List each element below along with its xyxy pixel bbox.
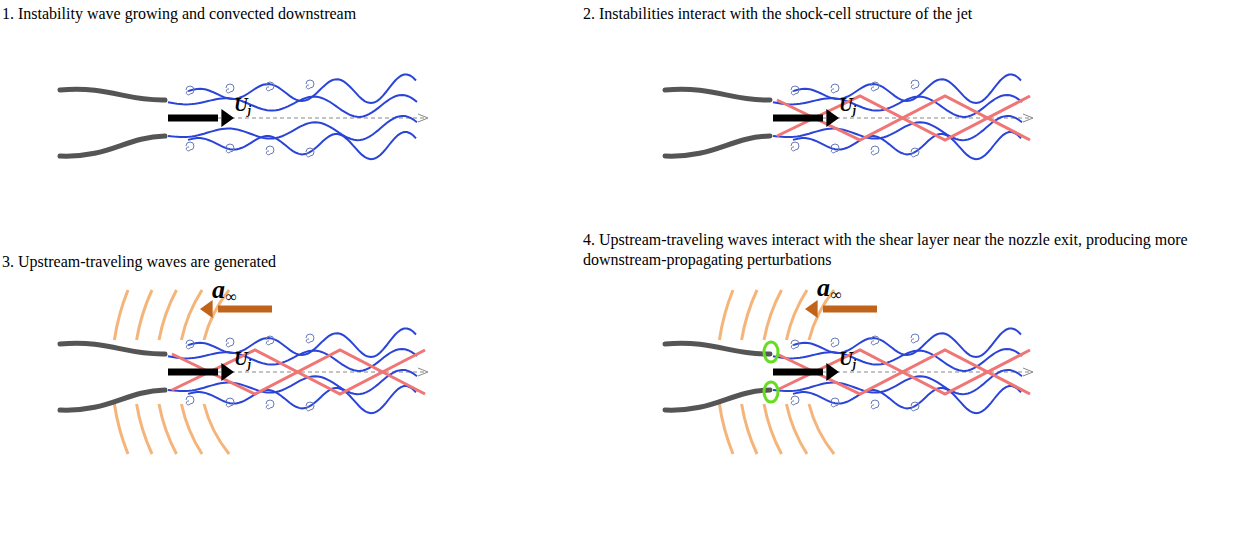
velocity-symbol: Uj	[234, 94, 251, 122]
vortex	[871, 400, 879, 409]
vortex	[226, 398, 234, 407]
vortex	[911, 402, 919, 411]
vortex	[266, 146, 274, 155]
acoustic-wave	[204, 404, 229, 454]
jet-velocity-arrow	[168, 115, 218, 122]
acoustic-wave	[137, 404, 152, 454]
vortex	[791, 396, 799, 405]
vortex	[871, 336, 879, 345]
acoustic-wave	[181, 404, 202, 454]
shear-layer	[793, 329, 1021, 358]
sound-speed-arrowhead	[805, 300, 818, 318]
jet-axis-head	[418, 368, 428, 376]
jet-velocity-arrow	[168, 369, 218, 376]
vortex	[186, 86, 194, 95]
vortex	[226, 338, 234, 347]
vortex	[791, 340, 799, 349]
jet-axis	[168, 118, 425, 119]
acoustic-wave	[764, 404, 782, 454]
acoustic-wave	[786, 404, 807, 454]
sound-speed-symbol: a∞	[817, 274, 841, 309]
shear-layer	[188, 386, 416, 413]
vortex	[831, 144, 839, 153]
panel-caption: 2. Instabilities interact with the shock…	[583, 4, 972, 24]
acoustic-wave	[809, 404, 834, 454]
sound-speed-arrow	[218, 306, 272, 313]
vortex	[831, 84, 839, 93]
jet-axis-head	[1023, 368, 1033, 376]
nozzle-wall	[60, 343, 165, 354]
shear-layer	[793, 75, 1021, 104]
shear-layer	[188, 132, 416, 159]
vortex	[226, 144, 234, 153]
velocity-symbol: Uj	[234, 348, 251, 376]
receptivity-region	[764, 342, 778, 362]
nozzle-wall	[665, 136, 770, 156]
nozzle-wall	[665, 390, 770, 410]
panel-caption: 4. Upstream-traveling waves interact wit…	[583, 230, 1243, 270]
jet-velocity-arrowhead	[826, 109, 839, 127]
acoustic-wave	[181, 290, 202, 340]
vortex	[266, 336, 274, 345]
acoustic-wave	[137, 290, 152, 340]
vortex	[791, 142, 799, 151]
jet-velocity-arrowhead	[221, 363, 234, 381]
receptivity-region	[764, 382, 778, 402]
vortex	[911, 80, 919, 89]
jet-velocity-arrowhead	[221, 109, 234, 127]
nozzle-wall	[60, 390, 165, 410]
velocity-symbol: Uj	[839, 348, 856, 376]
vortex	[266, 400, 274, 409]
vortex	[831, 398, 839, 407]
vortex	[266, 82, 274, 91]
shear-layer	[793, 132, 1021, 159]
jet-velocity-arrow	[773, 115, 823, 122]
vortex	[791, 86, 799, 95]
shear-layer	[188, 329, 416, 358]
vortex	[226, 84, 234, 93]
vortex	[306, 334, 314, 343]
shear-layer	[793, 386, 1021, 413]
jet-axis-head	[418, 114, 428, 122]
vortex	[186, 340, 194, 349]
nozzle-wall	[60, 89, 165, 100]
velocity-symbol: Uj	[839, 94, 856, 122]
vortex	[306, 148, 314, 157]
panel-caption: 1. Instability wave growing and convecte…	[2, 4, 356, 24]
acoustic-wave	[764, 290, 782, 340]
acoustic-wave	[742, 290, 757, 340]
nozzle-wall	[60, 136, 165, 156]
jet-velocity-arrow	[773, 369, 823, 376]
acoustic-wave	[159, 290, 177, 340]
acoustic-wave	[719, 404, 733, 454]
vortex	[831, 338, 839, 347]
acoustic-wave	[114, 290, 128, 340]
vortex	[871, 146, 879, 155]
acoustic-wave	[719, 290, 733, 340]
shear-layer	[168, 116, 417, 140]
sound-speed-arrow	[823, 306, 877, 313]
vortex	[911, 148, 919, 157]
jet-velocity-arrowhead	[826, 363, 839, 381]
acoustic-wave	[159, 404, 177, 454]
shear-layer	[188, 75, 416, 104]
vortex	[186, 142, 194, 151]
vortex	[911, 334, 919, 343]
vortex	[871, 82, 879, 91]
acoustic-wave	[742, 404, 757, 454]
jet-axis-head	[1023, 114, 1033, 122]
sound-speed-arrowhead	[200, 300, 213, 318]
nozzle-wall	[665, 343, 770, 354]
nozzle-wall	[665, 89, 770, 100]
acoustic-wave	[786, 290, 807, 340]
panel-caption: 3. Upstream-traveling waves are generate…	[2, 252, 276, 272]
vortex	[186, 396, 194, 405]
sound-speed-symbol: a∞	[212, 276, 236, 311]
vortex	[306, 80, 314, 89]
vortex	[306, 402, 314, 411]
acoustic-wave	[114, 404, 128, 454]
